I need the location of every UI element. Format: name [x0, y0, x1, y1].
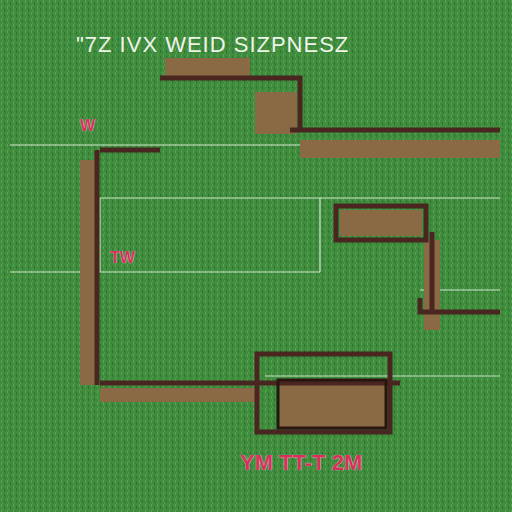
map-label: W — [80, 118, 95, 134]
path-maze — [80, 58, 500, 432]
map-label: YM TT-T 2M — [240, 452, 362, 474]
map-label: TW — [110, 250, 135, 266]
map-title: "7Z IVX WEID SIZPNESZ — [76, 34, 349, 56]
